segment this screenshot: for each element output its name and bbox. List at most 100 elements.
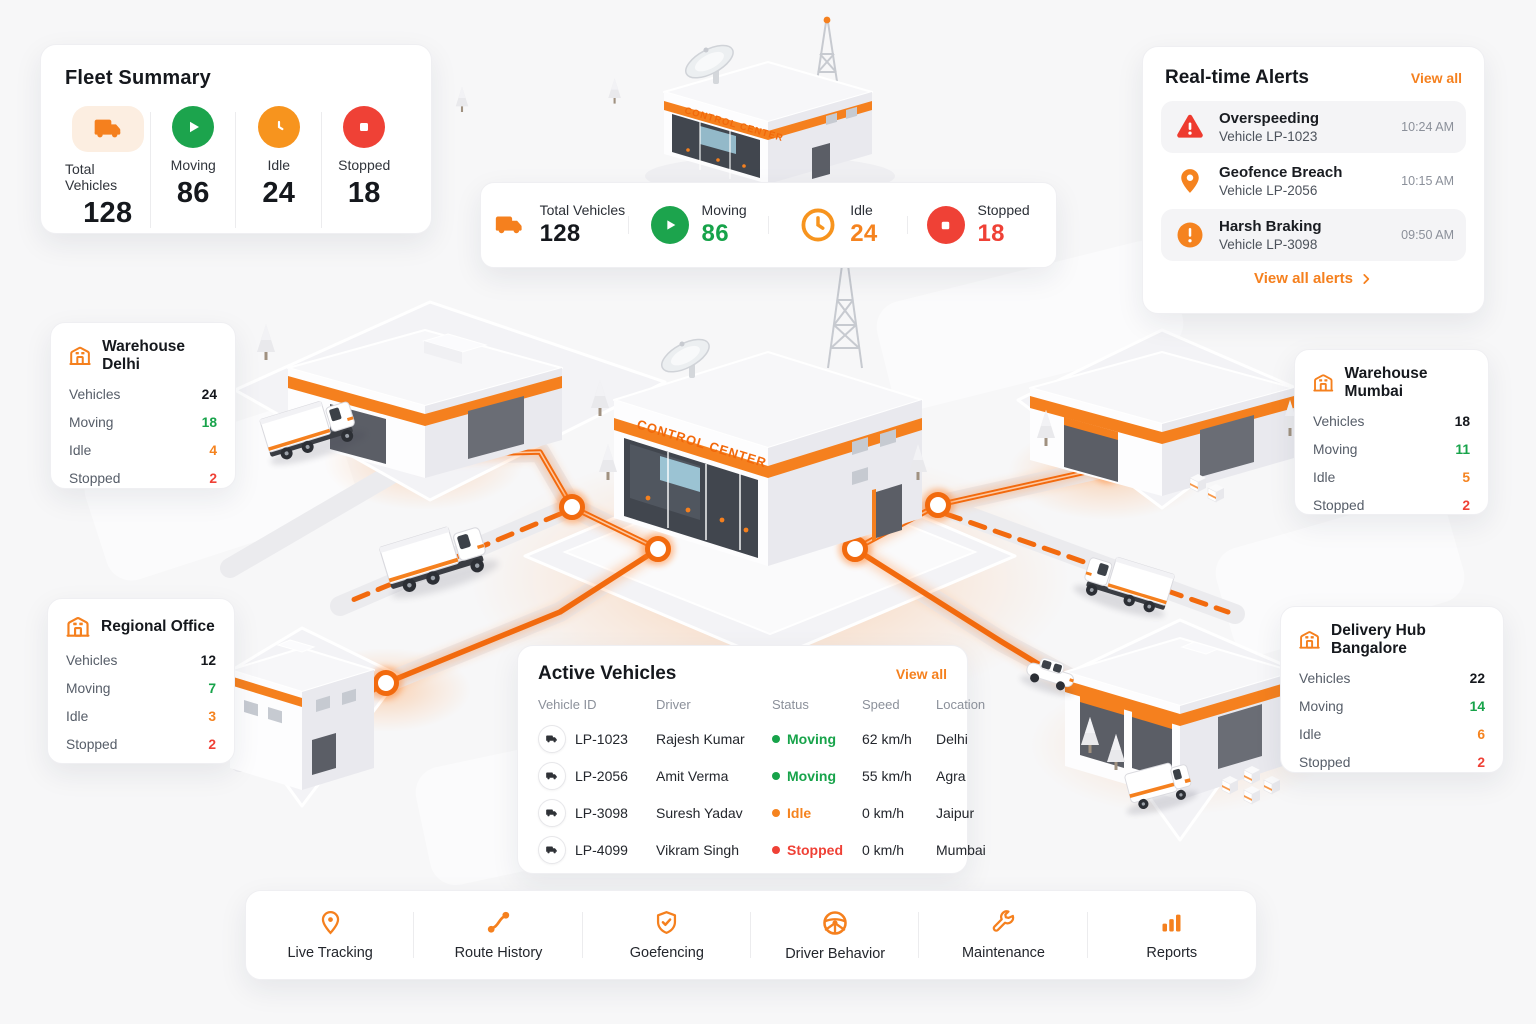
- alert-title: Overspeeding: [1219, 110, 1320, 127]
- wrench-icon: [992, 910, 1015, 932]
- status-bar-card: Total Vehicles 128 Moving 86 Idle 24 Sto…: [480, 182, 1057, 268]
- stat-stopped: Stopped 18: [322, 106, 408, 230]
- truck-icon: [71, 106, 144, 152]
- warehouse-icon: [1313, 374, 1334, 392]
- seg-label: Total Vehicles: [539, 202, 626, 218]
- nav-route-history[interactable]: Route History: [414, 891, 583, 979]
- nav-live-tracking[interactable]: Live Tracking: [246, 891, 415, 979]
- steering-wheel-icon: [823, 910, 847, 935]
- location-name: Delivery Hub Bangalore: [1331, 622, 1426, 657]
- location-name: Warehouse Mumbai: [1344, 365, 1428, 400]
- bottom-nav: Live Tracking Route History Goefencing D…: [245, 890, 1257, 980]
- alert-row-overspeeding[interactable]: Overspeeding Vehicle LP-1023 10:24 AM: [1161, 101, 1466, 153]
- alert-time: 10:15 AM: [1401, 174, 1454, 188]
- alert-time: 10:24 AM: [1401, 120, 1454, 134]
- status-dot: [772, 771, 780, 780]
- alert-circle-icon: [1173, 218, 1207, 252]
- truck-icon: [538, 761, 566, 790]
- table-row[interactable]: LP-2056 Amit Verma Moving 55 km/h Agra: [538, 757, 966, 794]
- stat-label: Moving: [170, 157, 216, 173]
- stat-label: Total Vehicles: [65, 161, 118, 193]
- map-pin-icon: [321, 911, 339, 935]
- nav-label: Driver Behavior: [785, 945, 886, 962]
- nav-driver-behavior[interactable]: Driver Behavior: [751, 891, 920, 979]
- chevron-right-icon: [1363, 273, 1370, 284]
- control-center-building: CONTROL CENTER: [599, 236, 927, 566]
- stat-label: Stopped: [338, 157, 391, 173]
- stat-label: Idle: [267, 157, 291, 173]
- seg-label: Moving: [701, 202, 747, 218]
- control-center-building-small: CONTROL CENTER: [455, 16, 873, 184]
- alert-row-harsh-braking[interactable]: Harsh Braking Vehicle LP-3098 09:50 AM: [1161, 209, 1466, 261]
- stat-value: 128: [83, 197, 133, 229]
- seg-label: Stopped: [977, 202, 1030, 218]
- alerts-card: Real-time Alerts View all Overspeeding V…: [1142, 46, 1485, 314]
- table-header: Vehicle ID Driver Status Speed Location: [538, 697, 986, 712]
- stat-moving: Moving 86: [151, 106, 237, 230]
- alert-title: Geofence Breach: [1219, 164, 1343, 181]
- warehouse-icon: [66, 617, 90, 637]
- stat-value: 86: [176, 177, 210, 209]
- alert-row-geofence[interactable]: Geofence Breach Vehicle LP-2056 10:15 AM: [1161, 155, 1466, 207]
- view-all-alerts-link[interactable]: View all alerts: [1254, 270, 1353, 287]
- alert-time: 09:50 AM: [1401, 228, 1454, 242]
- shield-check-icon: [657, 911, 677, 934]
- active-vehicles-view-all-link[interactable]: View all: [895, 666, 947, 682]
- warning-triangle-icon: [1173, 110, 1207, 144]
- statusbar-total-vehicles: Total Vehicles 128: [489, 202, 629, 248]
- fleet-summary-card: Fleet Summary Total Vehicles 128 Moving …: [40, 44, 432, 234]
- nav-label: Live Tracking: [287, 945, 373, 961]
- alerts-view-all-link[interactable]: View all: [1410, 70, 1462, 86]
- location-name: Regional Office: [101, 618, 215, 635]
- truck-icon: [538, 835, 566, 864]
- statusbar-stopped: Stopped 18: [908, 202, 1048, 248]
- seg-value: 128: [539, 220, 581, 247]
- stat-total-vehicles: Total Vehicles 128: [65, 106, 151, 230]
- seg-label: Idle: [850, 202, 873, 218]
- active-vehicles-card: Active Vehicles View all Vehicle ID Driv…: [517, 645, 986, 874]
- table-row[interactable]: LP-4099 Vikram Singh Stopped 0 km/h Mumb…: [538, 831, 986, 868]
- table-row[interactable]: LP-3098 Suresh Yadav Idle 0 km/h Jaipur: [538, 794, 974, 831]
- regional-office-building: [217, 639, 375, 790]
- warehouse-mumbai-building: [1029, 351, 1299, 503]
- delivery-van: [1124, 762, 1198, 815]
- nav-geofencing[interactable]: Goefencing: [583, 891, 752, 979]
- location-name: Warehouse Delhi: [102, 338, 186, 373]
- nav-reports[interactable]: Reports: [1088, 891, 1256, 979]
- truck-icon: [538, 724, 566, 753]
- nav-label: Route History: [454, 945, 543, 961]
- bar-chart-icon: [1162, 914, 1181, 932]
- radio-tower-icon: [827, 240, 863, 369]
- clock-icon: [257, 106, 300, 148]
- seg-value: 86: [701, 220, 729, 247]
- statusbar-moving: Moving 86: [629, 202, 769, 248]
- nav-maintenance[interactable]: Maintenance: [919, 891, 1088, 979]
- delivery-hub-building: [1064, 637, 1296, 805]
- alert-subtitle: Vehicle LP-3098: [1219, 237, 1318, 252]
- warehouse-icon: [1299, 631, 1320, 649]
- play-circle-icon: [172, 106, 215, 148]
- table-row[interactable]: LP-1023 Rajesh Kumar Moving 62 km/h Delh…: [538, 720, 968, 757]
- status-dot: [772, 734, 780, 743]
- stat-value: 24: [262, 177, 296, 209]
- alert-title: Harsh Braking: [1219, 218, 1322, 235]
- stop-circle-icon: [926, 206, 965, 244]
- play-circle-icon: [650, 206, 689, 244]
- route-icon: [487, 911, 510, 933]
